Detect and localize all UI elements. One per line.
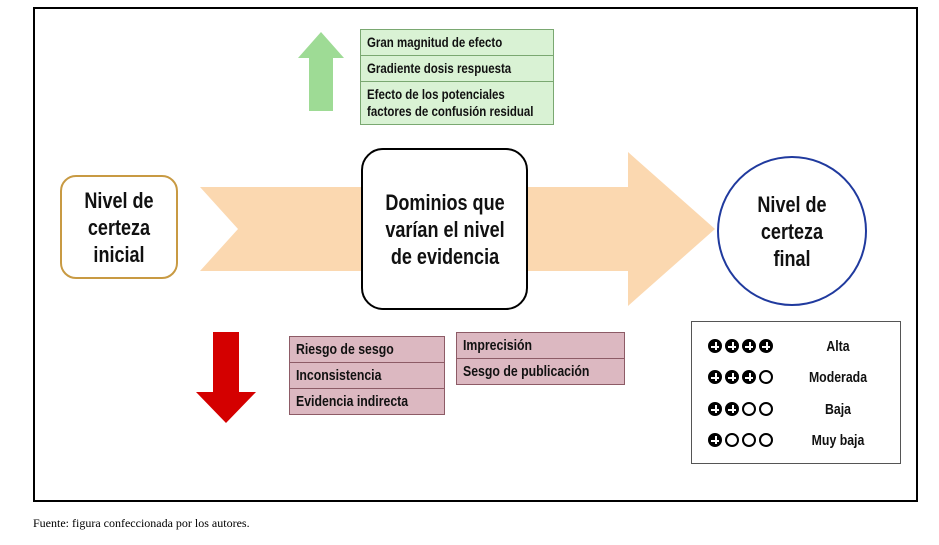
legend-symbols (708, 433, 798, 447)
plus-circle-icon (725, 339, 739, 353)
legend-label: Baja (825, 400, 851, 418)
legend-row-baja: Baja (708, 398, 878, 420)
plus-circle-icon (708, 402, 722, 416)
legend-row-muy-baja: Muy baja (708, 429, 878, 451)
empty-circle-icon (759, 370, 773, 384)
empty-circle-icon (742, 433, 756, 447)
downgrade-factor-row: Evidencia indirecta (290, 389, 444, 414)
plus-circle-icon (708, 370, 722, 384)
plus-circle-icon (725, 402, 739, 416)
up-arrow (298, 32, 344, 111)
plus-circle-icon (708, 433, 722, 447)
downgrade-factors-box-right: Imprecisión Sesgo de publicación (456, 332, 625, 385)
plus-circle-icon (742, 370, 756, 384)
figure-frame (33, 7, 918, 502)
legend-row-moderada: Moderada (708, 366, 878, 388)
source-note: Fuente: figura confeccionada por los aut… (33, 516, 250, 530)
final-certainty-circle: Nivel de certeza final (717, 156, 867, 306)
downgrade-factor-row: Inconsistencia (290, 363, 444, 389)
downgrade-factor-row: Riesgo de sesgo (290, 337, 444, 363)
empty-circle-icon (742, 402, 756, 416)
empty-circle-icon (725, 433, 739, 447)
downgrade-factor-label: Riesgo de sesgo (296, 341, 394, 358)
upgrade-factor-label: Efecto de los potenciales factores de co… (367, 86, 534, 119)
legend-label: Alta (826, 337, 850, 355)
initial-certainty-box: Nivel de certeza inicial (60, 175, 178, 279)
downgrade-factor-row: Imprecisión (457, 333, 624, 359)
downgrade-factor-row: Sesgo de publicación (457, 359, 624, 384)
upgrade-factor-row: Gran magnitud de efecto (361, 30, 553, 56)
legend-row-alta: Alta (708, 335, 878, 357)
upgrade-factor-label: Gran magnitud de efecto (367, 34, 503, 50)
downgrade-factor-label: Imprecisión (463, 337, 533, 354)
empty-circle-icon (759, 402, 773, 416)
legend-symbols (708, 370, 798, 384)
empty-circle-icon (759, 433, 773, 447)
initial-certainty-label: Nivel de certeza inicial (84, 187, 154, 267)
legend-symbols (708, 402, 798, 416)
final-certainty-label: Nivel de certeza final (757, 191, 827, 271)
downgrade-factor-label: Sesgo de publicación (463, 363, 590, 380)
plus-circle-icon (725, 370, 739, 384)
downgrade-factor-label: Inconsistencia (296, 367, 382, 384)
plus-circle-icon (742, 339, 756, 353)
legend-label: Muy baja (811, 431, 865, 449)
upgrade-factor-row: Gradiente dosis respuesta (361, 56, 553, 82)
downgrade-factor-label: Evidencia indirecta (296, 393, 409, 410)
plus-circle-icon (759, 339, 773, 353)
plus-circle-icon (708, 339, 722, 353)
legend-symbols (708, 339, 798, 353)
upgrade-factor-row: Efecto de los potenciales factores de co… (361, 82, 553, 124)
down-arrow (196, 332, 256, 423)
certainty-legend: Alta Moderada Baja Muy baja (691, 321, 901, 464)
domains-label: Dominios que varían el nivel de evidenci… (384, 189, 505, 269)
upgrade-factors-box: Gran magnitud de efecto Gradiente dosis … (360, 29, 554, 125)
domains-box: Dominios que varían el nivel de evidenci… (361, 148, 528, 310)
downgrade-factors-box-left: Riesgo de sesgo Inconsistencia Evidencia… (289, 336, 445, 415)
legend-label: Moderada (808, 368, 868, 386)
upgrade-factor-label: Gradiente dosis respuesta (367, 60, 512, 76)
